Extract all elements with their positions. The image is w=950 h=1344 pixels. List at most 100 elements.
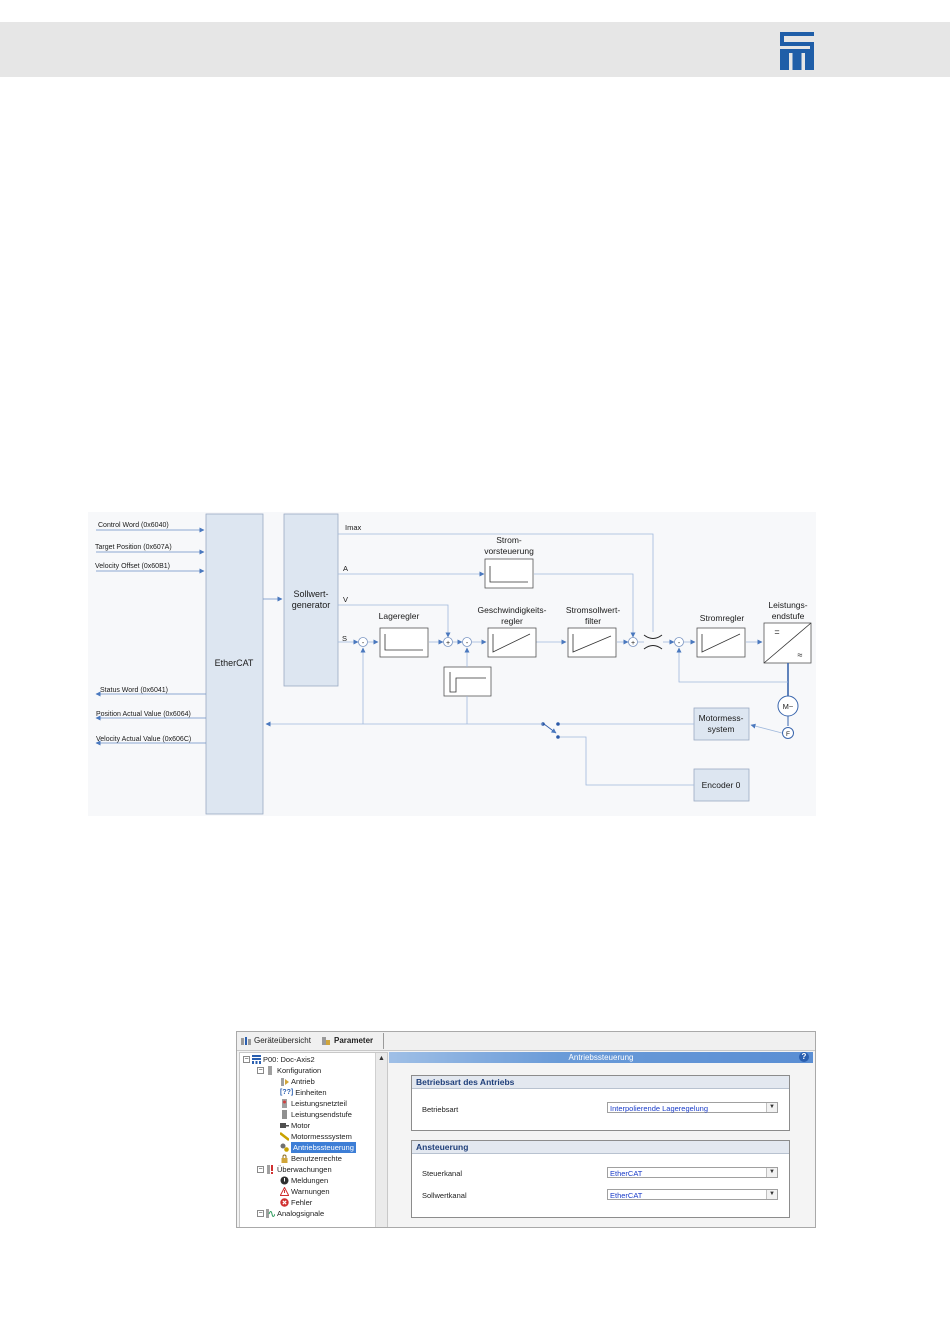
tab-parameter[interactable]: Parameter [321, 1034, 373, 1048]
stromregler-block [696, 627, 746, 658]
device-icon [252, 1055, 261, 1064]
parameter-icon [322, 1037, 330, 1045]
encoder-icon [280, 1132, 289, 1141]
help-icon[interactable]: ? [799, 1052, 809, 1062]
tab-separator [383, 1033, 384, 1049]
betriebsart-value: Interpolierende Lageregelung [610, 1104, 708, 1113]
tree-item-analogsignale[interactable]: − Analogsignale [257, 1208, 324, 1219]
tree-item-benutzerrechte[interactable]: Benutzerrechte [280, 1153, 342, 1164]
company-logo [780, 32, 814, 70]
group-betriebsart: Betriebsart des Antriebs Betriebsart Int… [411, 1075, 790, 1131]
device-overview-icon [241, 1037, 251, 1045]
tree-item-antriebssteuerung[interactable]: Antriebssteuerung [280, 1142, 356, 1153]
input-velocity-offset: Velocity Offset (0x60B1) [95, 563, 170, 570]
sollwertgenerator-label-1: Sollwert- [293, 589, 328, 599]
sollwertkanal-value: EtherCAT [610, 1191, 643, 1200]
chevron-down-icon[interactable]: ▼ [766, 1168, 777, 1177]
tree-item-label: Konfiguration [277, 1066, 322, 1075]
signal-imax: Imax [345, 523, 362, 532]
tree-item-label: Motor [291, 1121, 311, 1130]
parameter-tree[interactable]: − P00: Doc-Axis2 − Konfiguration Antrieb… [239, 1052, 388, 1227]
lageregler-block [379, 627, 429, 658]
tree-item-leistungsnetzteil[interactable]: Leistungsnetzteil [280, 1098, 347, 1109]
group-ansteuerung: Ansteuerung Steuerkanal EtherCAT ▼ Sollw… [411, 1140, 790, 1218]
svg-text:≈: ≈ [798, 650, 803, 660]
tab-device-overview-label: Geräteübersicht [254, 1036, 311, 1045]
chevron-down-icon[interactable]: ▼ [766, 1103, 777, 1112]
leistungsendstufe-label-1: Leistungs- [768, 600, 807, 610]
expander-icon[interactable]: − [243, 1056, 250, 1063]
warning-icon [280, 1187, 289, 1196]
feedback-label: F [786, 731, 790, 738]
stromsollwertfilter-block [567, 627, 617, 658]
sollwertkanal-select[interactable]: EtherCAT ▼ [607, 1189, 778, 1200]
tree-item-label: Warnungen [291, 1187, 330, 1196]
scroll-up-icon[interactable]: ▲ [378, 1055, 385, 1062]
group-betriebsart-title: Betriebsart des Antriebs [412, 1076, 789, 1089]
feedback-circle [782, 727, 794, 739]
stromsollwertfilter-label-2: filter [585, 616, 601, 626]
tree-item-einheiten[interactable]: [??] Einheiten [280, 1087, 327, 1098]
sum-junction-velocity-ff [443, 637, 453, 647]
tree-item-device[interactable]: − P00: Doc-Axis2 [243, 1054, 315, 1065]
chevron-down-icon[interactable]: ▼ [766, 1190, 777, 1199]
tree-item-warnungen[interactable]: Warnungen [280, 1186, 330, 1197]
output-position-actual: Position Actual Value (0x6064) [96, 711, 191, 718]
software-screenshot: Geräteübersicht Parameter − P00: Doc-Axi… [236, 1031, 816, 1228]
output-status-word: Status Word (0x6041) [100, 687, 168, 694]
group-ansteuerung-title: Ansteuerung [412, 1141, 789, 1154]
tree-item-meldungen[interactable]: Meldungen [280, 1175, 328, 1186]
monitor-icon [267, 1165, 273, 1174]
encoder-block [693, 768, 750, 802]
svg-text:=: = [774, 627, 779, 637]
tree-item-antrieb[interactable]: Antrieb [280, 1076, 315, 1087]
encoder-label: Encoder 0 [702, 780, 741, 790]
expander-icon[interactable]: − [257, 1166, 264, 1173]
svg-text:-: - [466, 640, 469, 647]
panel-title: Antriebssteuerung [389, 1052, 813, 1063]
steuerkanal-label: Steuerkanal [422, 1169, 463, 1178]
tree-item-fehler[interactable]: Fehler [280, 1197, 312, 1208]
drive-icon [281, 1078, 289, 1086]
tree-item-ueberwachungen[interactable]: − Überwachungen [257, 1164, 332, 1175]
tab-device-overview[interactable]: Geräteübersicht [241, 1034, 311, 1048]
tree-item-label: Analogsignale [277, 1209, 325, 1218]
svg-text:-: - [362, 640, 365, 647]
sum-junction-current-ff [628, 637, 638, 647]
motormesssystem-block [693, 707, 750, 741]
motor-icon [280, 1123, 289, 1128]
power-stage-icon [282, 1110, 287, 1119]
tree-item-motormesssystem[interactable]: Motormesssystem [280, 1131, 352, 1142]
strom-vorsteuerung-label-1: Strom- [496, 535, 522, 545]
motormesssystem-label-2: system [708, 724, 735, 734]
tree-item-label: Antrieb [291, 1077, 315, 1086]
tree-item-label: Meldungen [291, 1176, 329, 1185]
tree-item-konfiguration[interactable]: − Konfiguration [257, 1065, 321, 1076]
expander-icon[interactable]: − [257, 1210, 264, 1217]
config-icon [268, 1066, 272, 1075]
stromsollwertfilter-label-1: Stromsollwert- [566, 605, 620, 615]
expander-icon[interactable]: − [257, 1067, 264, 1074]
betriebsart-select[interactable]: Interpolierende Lageregelung ▼ [607, 1102, 778, 1113]
ethercat-label: EtherCAT [215, 658, 254, 668]
leistungsendstufe-label-2: endstufe [772, 611, 805, 621]
tree-item-label: Antriebssteuerung [291, 1142, 356, 1153]
strom-vorsteuerung-block [484, 558, 534, 589]
ethercat-block [205, 513, 264, 815]
tree-scrollbar[interactable]: ▲ [375, 1053, 387, 1227]
sum-junction-position [358, 637, 368, 647]
input-control-word: Control Word (0x6040) [98, 522, 169, 529]
input-target-position: Target Position (0x607A) [95, 544, 172, 551]
tree-item-motor[interactable]: Motor [280, 1120, 310, 1131]
sollwertgenerator-block [283, 513, 339, 687]
strom-vorsteuerung-label-2: vorsteuerung [484, 546, 534, 556]
lageregler-label: Lageregler [379, 611, 420, 621]
signal-s: S [342, 634, 347, 643]
motor-label: M~ [783, 702, 794, 711]
units-icon: [??] [280, 1089, 294, 1096]
gear-icon [280, 1143, 289, 1152]
stromregler-label: Stromregler [700, 613, 745, 623]
svg-text:-: - [678, 640, 681, 647]
tree-item-leistungsendstufe[interactable]: Leistungsendstufe [280, 1109, 352, 1120]
steuerkanal-select[interactable]: EtherCAT ▼ [607, 1167, 778, 1178]
